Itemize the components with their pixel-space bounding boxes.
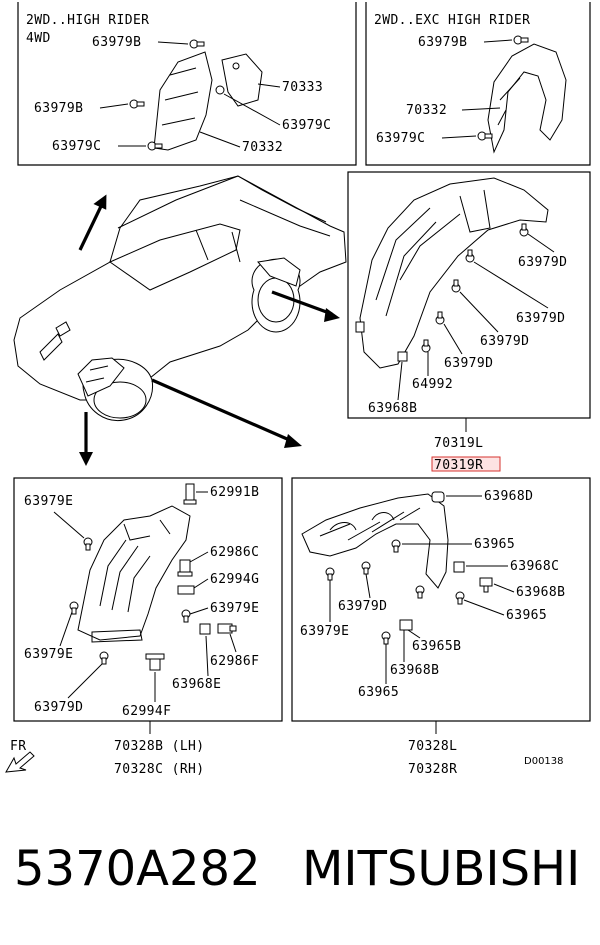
part-label: 63965B [412,639,461,654]
rear-mud-guard [359,177,549,369]
part-label: 63965 [474,537,515,552]
clip-icon [513,35,529,45]
cap-icon [431,491,445,503]
front-mud-guard-lh [77,505,191,641]
direction-label: FR [10,739,26,754]
part-label: 63968B [368,401,417,416]
part-label: 63979E [24,494,73,509]
part-label: 64992 [412,377,453,392]
panel-bottom-left: 63979E 62991B 62986C 62994G 63979E 63979… [13,477,283,777]
clip-icon [99,651,109,665]
clip-icon [381,631,391,645]
panel-top-right: 2WD..EXC HIGH RIDER 63979B 70332 63979C [365,2,591,166]
clip-icon [455,591,465,605]
part-label: 63968B [390,663,439,678]
part-label: 63979D [338,599,387,614]
part-label: 62994F [122,704,171,719]
bolt-icon [217,623,237,634]
bracket-70333 [221,53,263,107]
part-label: 63979B [92,35,141,50]
part-label: 63979E [210,601,259,616]
part-label: 63979C [376,131,425,146]
clip-icon [465,249,475,263]
bolt-icon [177,585,195,595]
bolt-icon [145,653,165,671]
part-number: 70319L [434,436,483,451]
part-label: 63979E [300,624,349,639]
clip-icon [181,609,191,623]
front-mud-guard-right [301,493,449,589]
part-number-highlight-box [431,456,501,472]
part-label: 63968C [510,559,559,574]
bolt-icon [177,559,193,577]
part-label: 63965 [358,685,399,700]
part-number: 70328L [408,739,457,754]
clip-icon [69,601,79,615]
part-label: 70332 [406,103,447,118]
clip-icon [435,311,445,325]
part-label: 63979B [34,101,83,116]
part-label: 63979C [52,139,101,154]
front-arrow-icon [5,751,35,773]
part-label: 63968B [516,585,565,600]
panel-subtitle: 4WD [26,31,51,46]
panel-right-mid: 63979D 63979D 63979D 63979D 64992 63968B… [347,171,591,473]
part-label: 62991B [210,485,259,500]
truck-illustration [13,175,347,466]
part-label: 70333 [282,80,323,95]
caption-brand: MITSUBISHI [302,841,580,897]
clip-icon [129,99,145,109]
clip-icon [451,279,461,293]
panel-bottom-right: 63968D 63965 63968C 63968B 63965 63979D … [291,477,591,777]
caption-part-number: 5370A282 [14,841,261,897]
panel-top-left: 2WD..HIGH RIDER 4WD 63979B 63979B 63979C… [17,2,357,166]
nut-icon [199,623,211,635]
clip-icon [391,539,401,553]
clip-icon [83,537,93,551]
nut-icon [399,619,413,631]
part-label: 63968D [484,489,533,504]
part-label: 63979D [444,356,493,371]
part-label: 63979C [282,118,331,133]
panel-title: 2WD..HIGH RIDER [26,13,149,28]
part-label: 63968E [172,677,221,692]
clip-icon [325,567,335,581]
part-number: 70328R [408,762,457,777]
nut-icon [453,561,465,573]
clip-icon [421,339,431,353]
part-label: 63979D [480,334,529,349]
part-number: 70328C (RH) [114,762,205,777]
screw-icon [215,85,225,95]
panel-title: 2WD..EXC HIGH RIDER [374,13,530,28]
clip-icon [189,39,205,49]
part-label: 63979D [516,311,565,326]
clip-icon [361,561,371,575]
clip-icon [479,577,493,593]
part-label: 62994G [210,572,259,587]
bolt-icon [183,483,197,505]
front-direction-indicator: FR [5,739,35,773]
mud-guard-70332 [487,43,567,154]
part-label: 63965 [506,608,547,623]
mud-guard-70332 [153,51,213,151]
part-label: 62986F [210,654,259,669]
part-label: 63979B [418,35,467,50]
diagram-id: D00138 [524,756,564,767]
nut-icon [397,351,408,362]
part-label: 63979E [24,647,73,662]
part-label: 63979D [518,255,567,270]
part-label: 63979D [34,700,83,715]
part-label: 70332 [242,140,283,155]
part-label: 62986C [210,545,259,560]
part-number-highlight: 70319R [434,458,483,473]
clip-icon [519,223,529,237]
clip-icon [415,585,425,599]
clip-icon [477,131,493,141]
part-number: 70328B (LH) [114,739,205,754]
clip-icon [147,141,163,151]
